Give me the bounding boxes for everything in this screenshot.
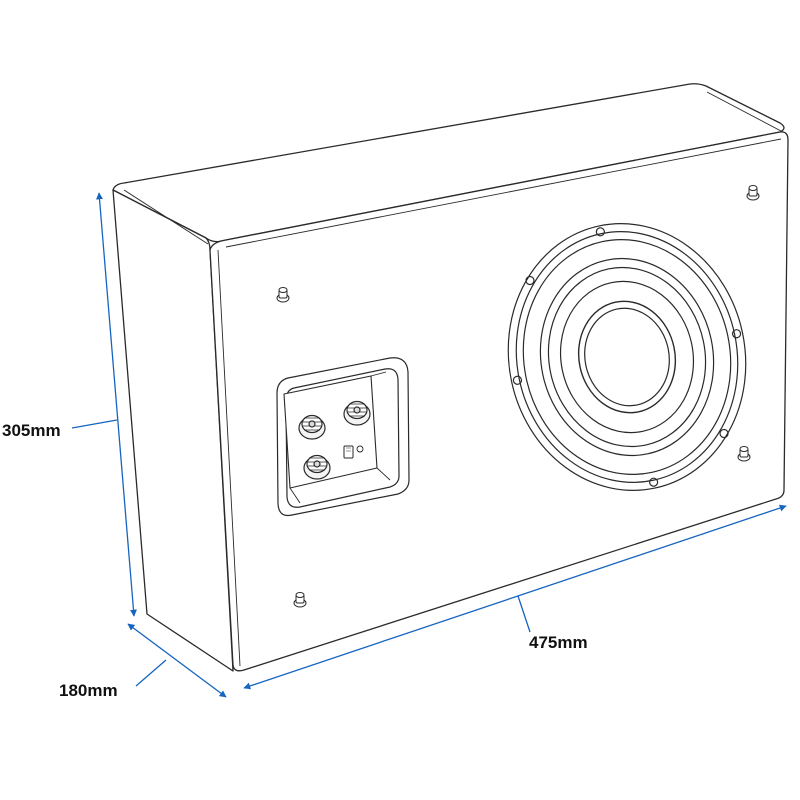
binding-post-top-right <box>343 400 371 426</box>
driver-mount-hole <box>719 428 729 439</box>
connector-panel <box>276 357 410 517</box>
driver-dust-cap <box>577 300 677 414</box>
height-label: 305mm <box>2 421 61 440</box>
width-leader-line <box>517 595 531 633</box>
screw-bottom-left <box>293 592 307 608</box>
screw-bottom-right <box>737 446 751 462</box>
driver-mount-hole <box>731 329 742 339</box>
dimension-lines <box>71 192 787 698</box>
binding-post-top-left <box>298 414 326 440</box>
height-leader-line <box>71 419 118 429</box>
depth-dimension-line <box>127 623 227 698</box>
width-label: 475mm <box>529 633 588 652</box>
screw-top-right <box>746 185 760 201</box>
binding-post-bottom-left <box>303 454 331 480</box>
height-dimension-line <box>96 192 137 617</box>
depth-leader-line <box>135 659 167 687</box>
driver-mount-hole <box>595 227 605 237</box>
panel-led <box>356 445 364 453</box>
panel-plate <box>283 375 378 489</box>
driver-mount-hole <box>512 375 523 385</box>
woofer-driver <box>507 223 747 491</box>
panel-switch <box>343 445 354 459</box>
width-dimension-line <box>243 504 787 690</box>
screw-top-left <box>276 287 290 303</box>
depth-label: 180mm <box>59 681 118 700</box>
driver-mount-hole <box>649 477 659 487</box>
driver-mount-hole <box>525 275 535 286</box>
